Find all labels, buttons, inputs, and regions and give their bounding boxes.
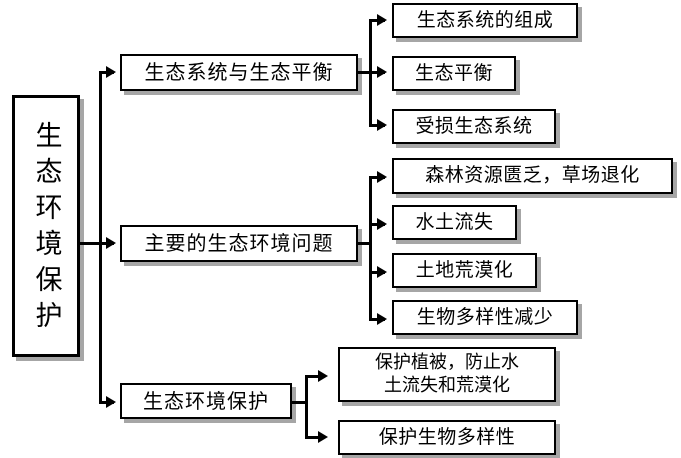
- connector-branch-2-stem: [358, 242, 372, 245]
- leaf-node-2-4: 生物多样性减少: [392, 300, 578, 335]
- leaf-node-1-1: 生态系统的组成: [392, 3, 578, 38]
- arrow-icon-branch-2-child-2: [377, 218, 387, 230]
- branch-node-3: 生态环境保护: [120, 383, 292, 419]
- arrow-icon-branch-2-child-4: [377, 313, 387, 325]
- connector-root-trunk: [99, 71, 102, 404]
- arrow-icon-branch-3-child-2: [318, 431, 328, 443]
- leaf-node-2-2: 水土流失: [392, 205, 517, 240]
- connector-branch-1-stem: [358, 71, 372, 74]
- arrow-icon-branch-1-child-3: [377, 119, 387, 131]
- leaf-node-2-3: 土地荒漠化: [392, 253, 537, 288]
- leaf-node-3-1: 保护植被，防止水 土流失和荒漠化: [338, 347, 556, 402]
- branch-node-2: 主要的生态环境问题: [120, 225, 358, 262]
- arrow-icon-branch-1-child-2: [377, 66, 387, 78]
- arrow-icon-root-branch-2: [106, 237, 116, 249]
- arrow-icon-branch-1-child-1: [377, 14, 387, 26]
- arrow-icon-root-branch-3: [106, 396, 116, 408]
- leaf-node-1-2: 生态平衡: [392, 56, 516, 91]
- connector-branch-3-stem: [292, 401, 308, 404]
- branch-node-1: 生态系统与生态平衡: [120, 54, 358, 91]
- leaf-node-3-2: 保护生物多样性: [338, 420, 556, 455]
- root-node: 生态环境保护: [12, 95, 80, 357]
- connector-branch-3-child-1: [305, 375, 321, 378]
- arrow-icon-branch-2-child-3: [377, 266, 387, 278]
- leaf-node-1-3: 受损生态系统: [392, 109, 556, 144]
- arrow-icon-root-branch-1: [106, 66, 116, 78]
- arrow-icon-branch-3-child-1: [318, 370, 328, 382]
- connector-branch-2-trunk: [369, 176, 372, 318]
- connector-branch-3-trunk: [305, 375, 308, 438]
- connector-branch-3-child-2: [305, 436, 321, 439]
- leaf-node-2-1: 森林资源匮乏，草场退化: [392, 158, 673, 194]
- arrow-icon-branch-2-child-1: [377, 171, 387, 183]
- connector-root-stem: [80, 242, 101, 245]
